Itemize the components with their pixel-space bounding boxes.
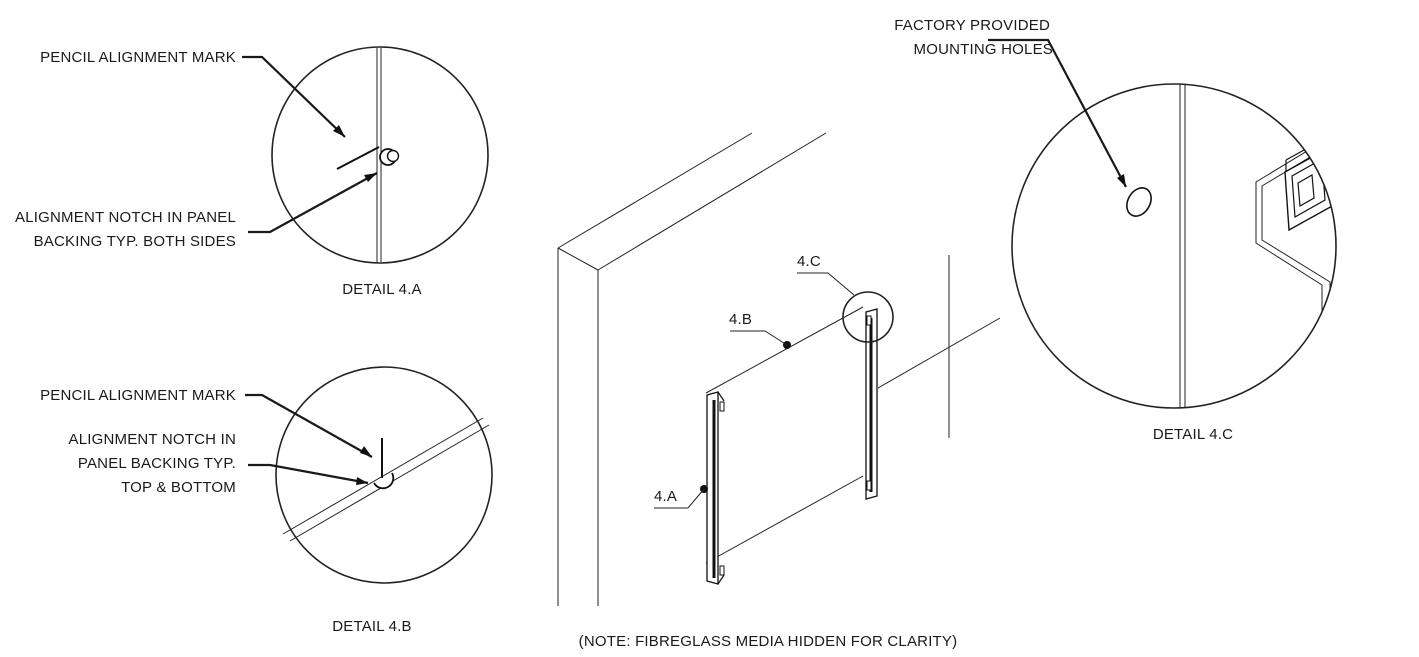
callout-4a-label: 4.A (654, 488, 677, 505)
detail-4a-pencil-mark (336, 146, 380, 170)
panel-top-edge (705, 306, 864, 394)
detail-4b-notch (373, 472, 395, 490)
detail-4a-label-pencil-mark: PENCIL ALIGNMENT MARK (40, 49, 236, 66)
detail-4b-label-notch-line2: PANEL BACKING TYP. (78, 455, 236, 472)
detail-4b-label-pencil-mark: PENCIL ALIGNMENT MARK (40, 387, 236, 404)
detail-4c-top-right-edge (1179, 84, 1336, 129)
detail-4b-leader-notch (248, 463, 369, 485)
detail-4b-arrowhead-notch (356, 477, 368, 485)
detail-4c-circle (1011, 83, 1337, 409)
callout-4c-leader (797, 272, 855, 296)
callout-4c-label: 4.C (797, 253, 821, 270)
detail-4b-circle (275, 366, 493, 584)
detail-4a-leader-mark (242, 55, 346, 138)
detail-4a-arrowhead-mark (333, 125, 345, 137)
detail-4b-caption: DETAIL 4.B (332, 618, 412, 635)
detail-4c-arrowhead-holes (1117, 174, 1126, 187)
wall-top-end (557, 247, 599, 271)
wall-top-front-edge (597, 132, 827, 271)
detail-4a-caption: DETAIL 4.A (342, 281, 422, 298)
detail-4a: PENCIL ALIGNMENT MARK ALIGNMENT NOTCH IN… (15, 46, 489, 298)
wall-top-back-edge (557, 132, 753, 249)
detail-4b-leader-mark (245, 393, 373, 458)
callout-4b-leader (730, 330, 788, 346)
panel-bottom-edge (705, 475, 864, 564)
callout-4a-leader (654, 488, 705, 509)
detail-4b: PENCIL ALIGNMENT MARK ALIGNMENT NOTCH IN… (40, 366, 493, 635)
detail-4a-label-notch-line1: ALIGNMENT NOTCH IN PANEL (15, 209, 236, 226)
callout-4b-label: 4.B (729, 311, 752, 328)
detail-4a-label-notch-line2: BACKING TYP. BOTH SIDES (34, 233, 236, 250)
detail-4a-arrowhead-notch (364, 173, 377, 182)
left-mounting-channel (706, 391, 725, 585)
detail-4c-label-holes-line2: MOUNTING HOLES (914, 41, 1053, 58)
callout-4c-circle (842, 291, 894, 343)
detail-4a-leader-notch (248, 172, 378, 234)
detail-4a-notch-inner (386, 149, 400, 163)
detail-4b-label-notch-line3: TOP & BOTTOM (121, 479, 236, 496)
right-mounting-channel (865, 308, 878, 500)
detail-4c: FACTORY PROVIDED MOUNTING HOLES DETAIL 4… (894, 17, 1337, 443)
detail-4b-arrowhead-mark (360, 446, 372, 457)
detail-4c-leader-holes (988, 38, 1127, 188)
main-view: 4.A 4.B 4.C (NOTE: FIBREGLASS MEDIA HIDD… (557, 132, 1001, 650)
main-view-note: (NOTE: FIBREGLASS MEDIA HIDDEN FOR CLARI… (579, 633, 958, 650)
detail-4c-label-holes-line1: FACTORY PROVIDED (894, 17, 1050, 34)
detail-4b-label-notch-line1: ALIGNMENT NOTCH IN (68, 431, 236, 448)
reference-line-diagonal (877, 317, 1001, 389)
detail-4c-mounting-hole (1126, 187, 1152, 217)
detail-4a-circle (271, 46, 489, 264)
detail-4c-caption: DETAIL 4.C (1153, 426, 1233, 443)
